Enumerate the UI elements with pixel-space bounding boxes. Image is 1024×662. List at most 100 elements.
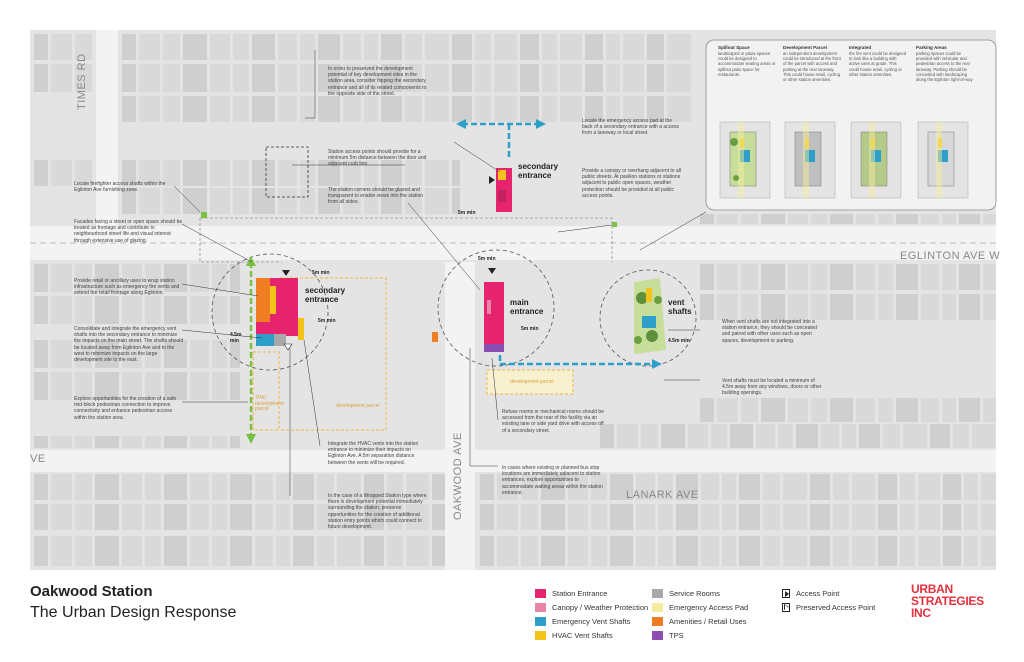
- building-block: [856, 398, 875, 422]
- building-block: [233, 96, 249, 122]
- main-tps: [484, 344, 504, 352]
- tree: [646, 330, 658, 342]
- building-block: [942, 264, 956, 290]
- building-block: [722, 504, 736, 530]
- parcel-label-west: development parcel: [336, 403, 380, 409]
- building-block: [761, 398, 785, 422]
- building-block: [830, 398, 853, 422]
- building-block: [122, 160, 136, 186]
- building-block: [343, 96, 361, 122]
- building-block: [972, 424, 995, 448]
- building-block: [676, 474, 698, 500]
- building-block: [900, 504, 915, 530]
- building-block: [494, 34, 517, 60]
- building-block: [212, 474, 227, 500]
- inset-vent: [871, 150, 881, 162]
- building-block: [163, 64, 180, 92]
- building-block: [163, 188, 180, 214]
- building-block: [122, 64, 136, 92]
- building-block: [711, 424, 727, 448]
- building-block: [212, 504, 227, 530]
- building-block: [75, 34, 92, 60]
- building-block: [606, 96, 620, 122]
- street-label-times-rd: TIMES RD: [76, 53, 88, 110]
- label-main-entrance: main entrance: [510, 298, 544, 316]
- building-block: [381, 34, 402, 60]
- tree: [636, 292, 648, 304]
- building-block: [959, 294, 980, 320]
- building-block: [480, 536, 494, 566]
- building-block: [34, 474, 48, 500]
- building-block: [75, 64, 92, 92]
- building-block: [34, 264, 48, 292]
- building-block: [811, 214, 827, 224]
- building-block: [830, 264, 853, 290]
- north-service: [498, 190, 506, 202]
- legend-label: HVAC Vent Shafts: [552, 631, 613, 640]
- building-block: [830, 294, 853, 320]
- building-block: [452, 188, 460, 214]
- building-block: [190, 296, 209, 324]
- building-block: [810, 504, 830, 530]
- building-block: [51, 340, 72, 368]
- building-block: [896, 214, 918, 224]
- building-block: [95, 264, 119, 292]
- note-vent-integrated: When vent shafts are not integrated into…: [722, 319, 818, 344]
- building-block: [783, 504, 807, 530]
- building-block: [337, 474, 361, 500]
- building-block: [560, 64, 582, 92]
- building-block: [51, 474, 72, 500]
- building-block: [494, 64, 517, 92]
- building-block: [51, 296, 72, 324]
- building-block: [405, 188, 422, 214]
- building-block: [568, 504, 588, 530]
- building-block: [230, 504, 252, 530]
- legend-label: Service Rooms: [669, 589, 720, 598]
- building-block: [432, 536, 445, 566]
- building-block: [810, 536, 830, 566]
- building-block: [300, 188, 315, 214]
- building-block: [739, 504, 760, 530]
- building-block: [425, 188, 449, 214]
- north-hvac: [498, 170, 506, 180]
- legend-item: Service Rooms: [652, 589, 720, 598]
- building-block: [318, 96, 340, 122]
- building-block: [521, 536, 538, 566]
- access-point-icon: [488, 268, 496, 274]
- building-block: [95, 474, 119, 500]
- building-block: [741, 294, 758, 320]
- note-facades: Facades facing a street or open space sh…: [74, 219, 183, 244]
- building-block: [617, 424, 638, 448]
- legend-label: Station Entrance: [552, 589, 608, 598]
- access-point-icon: [489, 176, 495, 184]
- building-block: [921, 214, 939, 224]
- building-block: [95, 504, 119, 530]
- building-block: [788, 294, 808, 320]
- building-block: [164, 372, 187, 400]
- note-canopy: Provide a canopy or overhang adjacent to…: [582, 168, 681, 199]
- building-block: [34, 296, 48, 324]
- building-block: [95, 372, 119, 400]
- building-block: [190, 436, 209, 448]
- building-block: [942, 398, 956, 422]
- building-block: [568, 536, 588, 566]
- vent-shaft-radius: [599, 269, 697, 367]
- building-block: [810, 474, 830, 500]
- building-block: [210, 34, 230, 60]
- building-block: [475, 96, 491, 122]
- note-emergency-access: Locate the emergency access pad at the b…: [582, 118, 679, 137]
- building-block: [233, 188, 249, 214]
- building-block: [475, 64, 491, 92]
- logo-line: URBAN: [911, 582, 953, 596]
- building-block: [959, 264, 980, 290]
- building-block: [278, 188, 297, 214]
- building-block: [676, 504, 698, 530]
- building-block: [981, 504, 996, 530]
- note-refuse: Refuse rooms or mechanical rooms should …: [502, 409, 604, 434]
- note-hvac: Integrate the HVAC vents into the statio…: [328, 441, 419, 466]
- building-block: [406, 504, 429, 530]
- building-block: [255, 474, 273, 500]
- building-block: [364, 504, 384, 530]
- building-block: [34, 536, 48, 566]
- inset-vent: [938, 150, 948, 162]
